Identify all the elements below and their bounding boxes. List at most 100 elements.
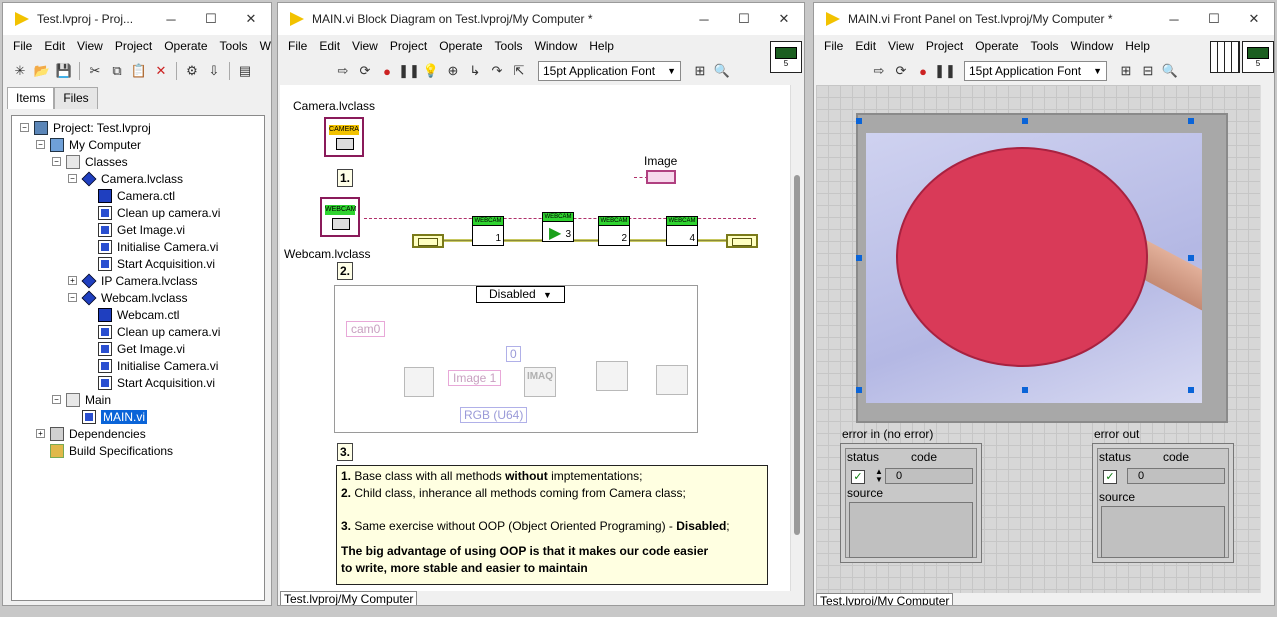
connector-pane-icon[interactable] bbox=[1210, 41, 1240, 73]
menu-project[interactable]: Project bbox=[114, 39, 153, 53]
error-out-terminal[interactable] bbox=[726, 234, 758, 248]
menu-tools[interactable]: Tools bbox=[494, 39, 523, 53]
start-acquisition-node[interactable]: WEBCAM▶3 bbox=[542, 212, 574, 242]
tree-item[interactable]: MAIN.vi bbox=[68, 408, 147, 425]
run-icon[interactable]: ⇨ bbox=[337, 63, 349, 78]
close-icon[interactable]: ✕ bbox=[1248, 11, 1260, 26]
webcam-class-constant[interactable]: WEBCAM bbox=[320, 197, 360, 237]
vi-connector-icon[interactable]: 5 bbox=[1242, 41, 1274, 73]
align-icon[interactable]: ⊞ bbox=[694, 63, 706, 78]
tree-item[interactable]: +Dependencies bbox=[36, 425, 146, 442]
retain-wire-values-icon[interactable]: ⊕ bbox=[447, 63, 459, 78]
resize-handle[interactable] bbox=[1188, 255, 1194, 261]
menu-view[interactable]: View bbox=[77, 39, 103, 53]
error-out-cluster[interactable]: status code ✓ 0 source bbox=[1092, 443, 1234, 563]
font-select[interactable]: 15pt Application Font▼ bbox=[964, 61, 1107, 81]
menu-operate[interactable]: Operate bbox=[439, 39, 483, 53]
step-over-icon[interactable]: ↷ bbox=[491, 63, 503, 78]
tree-item[interactable]: Clean up camera.vi bbox=[84, 204, 220, 221]
build-icon[interactable]: ⚙ bbox=[186, 63, 198, 78]
code-stepper[interactable]: ▲▼ bbox=[875, 467, 883, 484]
tree-item[interactable]: Clean up camera.vi bbox=[84, 323, 220, 340]
maximize-icon[interactable]: ☐ bbox=[205, 11, 217, 26]
minimize-icon[interactable]: ─ bbox=[166, 11, 176, 27]
cut-icon[interactable]: ✂ bbox=[89, 63, 101, 78]
abort-icon[interactable]: ● bbox=[383, 63, 391, 79]
close-icon[interactable]: ✕ bbox=[245, 11, 257, 26]
close-icon[interactable]: ✕ bbox=[778, 11, 790, 26]
collapse-icon[interactable]: − bbox=[52, 157, 61, 166]
pause-icon[interactable]: ❚❚ bbox=[398, 63, 420, 78]
menu-window[interactable]: W bbox=[259, 39, 271, 53]
highlight-execution-icon[interactable]: 💡 bbox=[422, 63, 440, 78]
open-icon[interactable]: 📂 bbox=[33, 63, 51, 78]
collapse-icon[interactable]: − bbox=[68, 174, 77, 183]
minimize-icon[interactable]: ─ bbox=[699, 11, 709, 27]
collapse-icon[interactable]: − bbox=[36, 140, 45, 149]
tab-items[interactable]: Items bbox=[7, 87, 55, 109]
menu-project[interactable]: Project bbox=[389, 39, 428, 53]
source-input[interactable] bbox=[849, 502, 973, 558]
step-out-icon[interactable]: ⇱ bbox=[513, 63, 525, 78]
expand-icon[interactable]: + bbox=[68, 276, 77, 285]
tree-item[interactable]: Get Image.vi bbox=[84, 221, 185, 238]
resize-handle[interactable] bbox=[1022, 118, 1028, 124]
image-indicator[interactable] bbox=[646, 170, 676, 184]
tree-item[interactable]: −My Computer bbox=[36, 136, 141, 153]
tree-item[interactable]: Get Image.vi bbox=[84, 340, 185, 357]
view-icon[interactable]: ▤ bbox=[238, 63, 252, 78]
menu-file[interactable]: File bbox=[824, 39, 844, 53]
abort-icon[interactable]: ● bbox=[919, 63, 927, 79]
resize-handle[interactable] bbox=[856, 118, 862, 124]
case-selector[interactable]: Disabled ▼ bbox=[476, 286, 565, 303]
menu-view[interactable]: View bbox=[352, 39, 378, 53]
menu-edit[interactable]: Edit bbox=[44, 39, 66, 53]
menu-tools[interactable]: Tools bbox=[1030, 39, 1059, 53]
tree-item[interactable]: Initialise Camera.vi bbox=[84, 357, 218, 374]
run-icon[interactable]: ⇨ bbox=[873, 63, 885, 78]
align-icon[interactable]: ⊞ bbox=[1120, 63, 1132, 78]
menu-operate[interactable]: Operate bbox=[975, 39, 1019, 53]
minimize-icon[interactable]: ─ bbox=[1169, 11, 1179, 27]
delete-icon[interactable]: ✕ bbox=[155, 63, 167, 78]
menu-operate[interactable]: Operate bbox=[164, 39, 208, 53]
resize-handle[interactable] bbox=[1022, 387, 1028, 393]
status-checkbox[interactable]: ✓ bbox=[851, 470, 865, 484]
step-into-icon[interactable]: ↳ bbox=[469, 63, 481, 78]
tree-item[interactable]: −Camera.lvclass bbox=[68, 170, 183, 187]
pause-icon[interactable]: ❚❚ bbox=[934, 63, 956, 78]
front-panel-canvas[interactable]: error in (no error) status code ✓ ▲▼ 0 s… bbox=[816, 85, 1260, 593]
menu-edit[interactable]: Edit bbox=[319, 39, 341, 53]
tree-item[interactable]: Webcam.ctl bbox=[84, 306, 179, 323]
resize-handle[interactable] bbox=[856, 387, 862, 393]
paste-icon[interactable]: 📋 bbox=[130, 63, 148, 78]
run-continuously-icon[interactable]: ⟳ bbox=[895, 63, 907, 78]
tree-item[interactable]: −Classes bbox=[52, 153, 128, 170]
menu-help[interactable]: Help bbox=[589, 39, 614, 53]
collapse-icon[interactable]: − bbox=[52, 395, 61, 404]
save-all-icon[interactable]: 💾 bbox=[55, 63, 73, 78]
tree-item[interactable]: Camera.ctl bbox=[84, 187, 175, 204]
tree-item[interactable]: Initialise Camera.vi bbox=[84, 238, 218, 255]
menu-window[interactable]: Window bbox=[534, 39, 578, 53]
maximize-icon[interactable]: ☐ bbox=[738, 11, 750, 26]
vertical-scrollbar[interactable] bbox=[1260, 85, 1274, 593]
camera-class-constant[interactable]: CAMERA bbox=[324, 117, 364, 157]
maximize-icon[interactable]: ☐ bbox=[1208, 11, 1220, 26]
image-display[interactable] bbox=[856, 113, 1228, 423]
run-continuously-icon[interactable]: ⟳ bbox=[359, 63, 371, 78]
tree-item[interactable]: Start Acquisition.vi bbox=[84, 374, 215, 391]
tree-item[interactable]: +IP Camera.lvclass bbox=[68, 272, 197, 289]
error-in-cluster[interactable]: status code ✓ ▲▼ 0 source bbox=[840, 443, 982, 563]
menu-file[interactable]: File bbox=[288, 39, 308, 53]
distribute-icon[interactable]: ⊟ bbox=[1142, 63, 1154, 78]
vi-connector-icon[interactable]: 5 bbox=[770, 41, 802, 73]
tab-files[interactable]: Files bbox=[54, 87, 98, 109]
menu-view[interactable]: View bbox=[888, 39, 914, 53]
menu-help[interactable]: Help bbox=[1125, 39, 1150, 53]
error-in-terminal[interactable] bbox=[412, 234, 444, 248]
code-input[interactable]: 0 bbox=[885, 468, 973, 484]
tree-item[interactable]: Start Acquisition.vi bbox=[84, 255, 215, 272]
